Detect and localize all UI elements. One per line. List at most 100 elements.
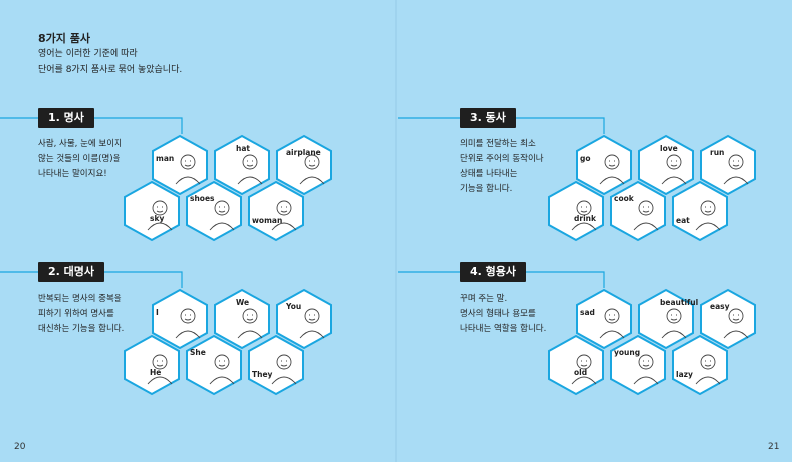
- hex-tile-i: I: [150, 288, 210, 350]
- illustration-icon: [147, 354, 173, 385]
- desc-line: 명사의 형태나 용모를: [460, 309, 536, 319]
- word-label: You: [286, 302, 302, 311]
- hex-tile-easy: easy: [698, 288, 758, 350]
- word-label: run: [710, 148, 725, 157]
- illustration-icon: [271, 354, 297, 385]
- illustration-icon: [723, 308, 749, 339]
- hex-tile-love: love: [636, 134, 696, 196]
- illustration-icon: [299, 154, 325, 185]
- hex-tile-we: We: [212, 288, 272, 350]
- hexagon-shape: [186, 334, 242, 396]
- desc-line: 의미를 전달하는 최소: [460, 139, 536, 149]
- hex-tile-he: He: [122, 334, 182, 396]
- hex-tile-she: She: [184, 334, 244, 396]
- desc-line: 상태를 나타내는: [460, 169, 518, 179]
- pronoun-badge: 2. 대명사: [38, 262, 105, 282]
- hex-tile-old: old: [546, 334, 606, 396]
- hexagon-shape: [638, 288, 694, 350]
- word-label: hat: [236, 144, 250, 153]
- desc-line: 단위로 주어의 동작이나: [460, 154, 544, 164]
- desc-line: 나타내는 역할을 합니다.: [460, 324, 547, 334]
- page-title: 8가지 품사: [38, 32, 90, 45]
- hexagon-shape: [186, 180, 242, 242]
- hex-tile-hat: hat: [212, 134, 272, 196]
- hexagon-shape: [548, 180, 604, 242]
- hex-tile-lazy: lazy: [670, 334, 730, 396]
- desc-line: 나타내는 말이지요!: [38, 169, 107, 179]
- illustration-icon: [661, 154, 687, 185]
- hex-tile-go: go: [574, 134, 634, 196]
- illustration-icon: [599, 154, 625, 185]
- hex-tile-you: You: [274, 288, 334, 350]
- page-number-left: 20: [14, 442, 26, 452]
- desc-line: 꾸며 주는 말.: [460, 294, 508, 304]
- adjective-description: 꾸며 주는 말. 명사의 형태나 용모를 나타내는 역할을 합니다.: [460, 292, 580, 337]
- word-label: shoes: [190, 194, 215, 203]
- verb-badge: 3. 동사: [460, 108, 516, 128]
- word-label: They: [252, 370, 273, 379]
- illustration-icon: [661, 308, 687, 339]
- word-label: woman: [252, 216, 283, 225]
- noun-description: 사람, 사물, 눈에 보이지 않는 것들의 이름(명)을 나타내는 말이지요!: [38, 137, 158, 182]
- illustration-icon: [271, 200, 297, 231]
- illustration-icon: [633, 354, 659, 385]
- hex-tile-man: man: [150, 134, 210, 196]
- hexagon-shape: [152, 288, 208, 350]
- hexagon-shape: [610, 180, 666, 242]
- hex-tile-drink: drink: [546, 180, 606, 242]
- hexagon-shape: [700, 288, 756, 350]
- illustration-icon: [695, 354, 721, 385]
- word-label: eat: [676, 216, 690, 225]
- hexagon-shape: [248, 180, 304, 242]
- illustration-icon: [175, 308, 201, 339]
- hex-tile-sad: sad: [574, 288, 634, 350]
- illustration-icon: [147, 200, 173, 231]
- word-label: lazy: [676, 370, 693, 379]
- illustration-icon: [175, 154, 201, 185]
- word-label: drink: [574, 214, 596, 223]
- word-label: love: [660, 144, 678, 153]
- illustration-icon: [237, 154, 263, 185]
- hexagon-shape: [276, 288, 332, 350]
- illustration-icon: [571, 200, 597, 231]
- hexagon-shape: [124, 334, 180, 396]
- hexagon-shape: [672, 334, 728, 396]
- hex-tile-eat: eat: [670, 180, 730, 242]
- desc-line: 피하기 위하여 명사를: [38, 309, 114, 319]
- illustration-icon: [237, 308, 263, 339]
- illustration-icon: [599, 308, 625, 339]
- word-label: go: [580, 154, 591, 163]
- word-label: We: [236, 298, 250, 307]
- hex-tile-they: They: [246, 334, 306, 396]
- word-label: old: [574, 368, 588, 377]
- hexagon-shape: [152, 134, 208, 196]
- illustration-icon: [723, 154, 749, 185]
- intro-text: 영어는 이러한 기준에 따라 단어를 8가지 품사로 묶어 놓았습니다.: [38, 46, 182, 78]
- hexagon-shape: [576, 288, 632, 350]
- word-label: I: [156, 308, 159, 317]
- hexagon-shape: [638, 134, 694, 196]
- hexagon-shape: [672, 180, 728, 242]
- adjective-badge: 4. 형용사: [460, 262, 527, 282]
- illustration-icon: [209, 200, 235, 231]
- desc-line: 기능을 합니다.: [460, 184, 513, 194]
- word-label: sad: [580, 308, 595, 317]
- hex-tile-beautiful: beautiful: [636, 288, 699, 350]
- word-label: beautiful: [660, 298, 699, 307]
- hexagon-shape: [248, 334, 304, 396]
- illustration-icon: [571, 354, 597, 385]
- verb-description: 의미를 전달하는 최소 단위로 주어의 동작이나 상태를 나타내는 기능을 합니…: [460, 137, 580, 197]
- illustration-icon: [209, 354, 235, 385]
- hexagon-shape: [214, 134, 270, 196]
- word-label: He: [150, 368, 162, 377]
- hexagon-shape: [700, 134, 756, 196]
- noun-badge: 1. 명사: [38, 108, 94, 128]
- illustration-icon: [633, 200, 659, 231]
- desc-line: 사람, 사물, 눈에 보이지: [38, 139, 122, 149]
- word-label: sky: [150, 214, 165, 223]
- intro-line: 단어를 8가지 품사로 묶어 놓았습니다.: [38, 65, 183, 75]
- hexagon-shape: [124, 180, 180, 242]
- hex-tile-woman: woman: [246, 180, 306, 242]
